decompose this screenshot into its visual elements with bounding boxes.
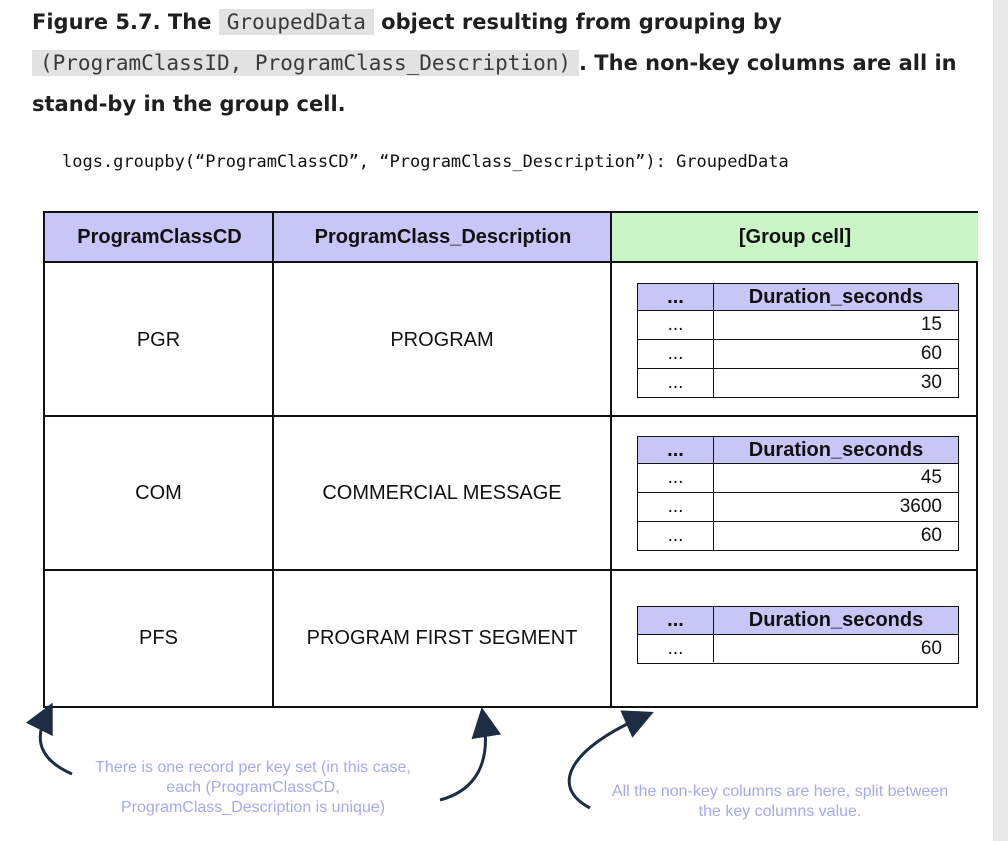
row-pfs-code: PFS — [139, 627, 178, 649]
arrow-to-first-key-column — [25, 702, 73, 776]
group-cell-table-com: ... Duration_seconds ... 45 ... 3600 ...… — [637, 436, 959, 551]
caption-middle: object resulting from grouping by — [373, 10, 782, 34]
arrow-to-group-cell — [567, 710, 654, 810]
grouped-data-table: ProgramClassCD ProgramClass_Description … — [43, 211, 978, 708]
row-divider — [45, 569, 976, 571]
ellipsis-cell: ... — [638, 340, 714, 368]
row-divider — [45, 415, 976, 417]
annotation-non-key-columns: All the non-key columns are here, split … — [611, 783, 949, 820]
duration-value: 30 — [920, 372, 942, 393]
group-cell-table-pfs: ... Duration_seconds ... 60 — [637, 606, 959, 664]
group-cell-row: ... 60 — [638, 340, 958, 369]
duration-value: 45 — [920, 467, 942, 488]
caption-code-grouping-keys: (ProgramClassID, ProgramClass_Descriptio… — [32, 50, 580, 76]
figure-caption: Figure 5.7. The GroupedData object resul… — [32, 2, 962, 125]
group-cell-row: ... 45 — [638, 464, 958, 493]
ellipsis-header: ... — [638, 284, 714, 310]
caption-code-groupeddata: GroupedData — [218, 9, 374, 35]
ellipsis-cell: ... — [638, 493, 714, 521]
group-cell-row: ... 60 — [638, 522, 958, 550]
group-cell-header: ... Duration_seconds — [638, 437, 958, 464]
duration-value: 15 — [920, 314, 942, 335]
caption-suffix: . The non-key columns are all in stand-b… — [32, 51, 957, 116]
row-pgr-code: PGR — [136, 328, 181, 351]
header-group-cell: [Group cell] — [612, 213, 978, 263]
row-pgr-description: PROGRAM — [390, 328, 494, 351]
duration-value: 60 — [920, 343, 942, 364]
row-com-code: COM — [135, 481, 182, 504]
group-cell-row: ... 15 — [638, 311, 958, 340]
row-com-description: COMMERCIAL MESSAGE — [322, 481, 562, 504]
scrollbar[interactable] — [993, 0, 1008, 841]
column-divider — [272, 213, 274, 706]
ellipsis-cell: ... — [638, 311, 714, 339]
ellipsis-cell: ... — [638, 464, 714, 492]
header-programclass-description: ProgramClass_Description — [274, 213, 612, 263]
group-cell-table-pgr: ... Duration_seconds ... 15 ... 60 ... 3… — [637, 283, 959, 398]
ellipsis-cell: ... — [638, 522, 714, 550]
groupby-code-line: logs.groupby(“ProgramClassCD”, “ProgramC… — [62, 152, 789, 172]
duration-header: Duration_seconds — [748, 609, 924, 631]
duration-value: 60 — [920, 637, 942, 659]
group-cell-row: ... 30 — [638, 369, 958, 397]
duration-header: Duration_seconds — [748, 285, 924, 308]
annotation-key-columns: There is one record per key set (in this… — [95, 759, 411, 816]
column-divider — [610, 213, 612, 706]
ellipsis-header: ... — [638, 607, 714, 634]
group-cell-row: ... 3600 — [638, 493, 958, 522]
group-cell-row: ... 60 — [638, 635, 958, 662]
ellipsis-cell: ... — [638, 369, 714, 397]
ellipsis-header: ... — [638, 437, 714, 463]
caption-prefix: Figure 5.7. The — [32, 10, 219, 34]
duration-value: 3600 — [899, 496, 942, 517]
duration-value: 60 — [920, 525, 942, 546]
ellipsis-cell: ... — [638, 635, 714, 662]
duration-header: Duration_seconds — [748, 438, 924, 461]
group-cell-header: ... Duration_seconds — [638, 284, 958, 311]
row-pfs-description: PROGRAM FIRST SEGMENT — [306, 627, 578, 649]
header-programclasscd: ProgramClassCD — [45, 213, 274, 263]
group-cell-header: ... Duration_seconds — [638, 607, 958, 635]
arrow-to-second-key-column — [439, 707, 502, 802]
